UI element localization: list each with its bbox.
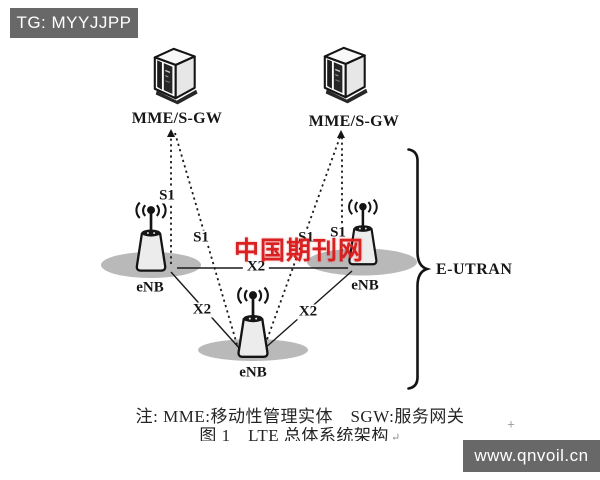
server-right-label: MME/S-GW — [308, 113, 400, 130]
stray-plus-mark: + — [507, 416, 515, 432]
eutran-brace — [407, 148, 432, 390]
s1-label-right-vertical: S1 — [328, 224, 348, 241]
return-mark-icon: ↵ — [390, 432, 401, 441]
figure-caption: 图 1 LTE 总体系统架构↵ — [0, 427, 600, 441]
enb-left-label: eNB — [136, 279, 164, 296]
enb-tower-bottom-icon — [236, 286, 270, 359]
enb-tower-left-icon — [135, 201, 167, 272]
figure-caption-text: 图 1 LTE 总体系统架构 — [199, 427, 389, 441]
x2-label-left: X2 — [190, 301, 214, 318]
tg-watermark-badge: TG: MYYJJPP — [10, 8, 138, 38]
s1-label-left-vertical: S1 — [157, 187, 177, 204]
s1-arrowhead-right — [337, 130, 345, 138]
s1-arrowhead-left — [167, 129, 175, 137]
server-left-label: MME/S-GW — [131, 110, 223, 127]
journal-watermark: 中国期刊网 — [233, 237, 365, 265]
s1-label-left-diagonal: S1 — [191, 229, 211, 246]
x2-label-horizontal: X2 — [242, 259, 270, 275]
s1-label-right-diagonal: S1 — [296, 229, 316, 246]
server-right-icon — [323, 46, 369, 105]
enb-right-label: eNB — [351, 277, 379, 294]
server-left-icon — [153, 47, 199, 106]
enb-bottom-label: eNB — [239, 364, 267, 381]
note-caption: 注: MME:移动性管理实体 SGW:服务网关 — [135, 407, 465, 426]
eutran-label: E-UTRAN — [436, 261, 513, 278]
x2-label-right: X2 — [296, 303, 320, 320]
url-watermark-badge: www.qnvoil.cn — [463, 440, 600, 472]
